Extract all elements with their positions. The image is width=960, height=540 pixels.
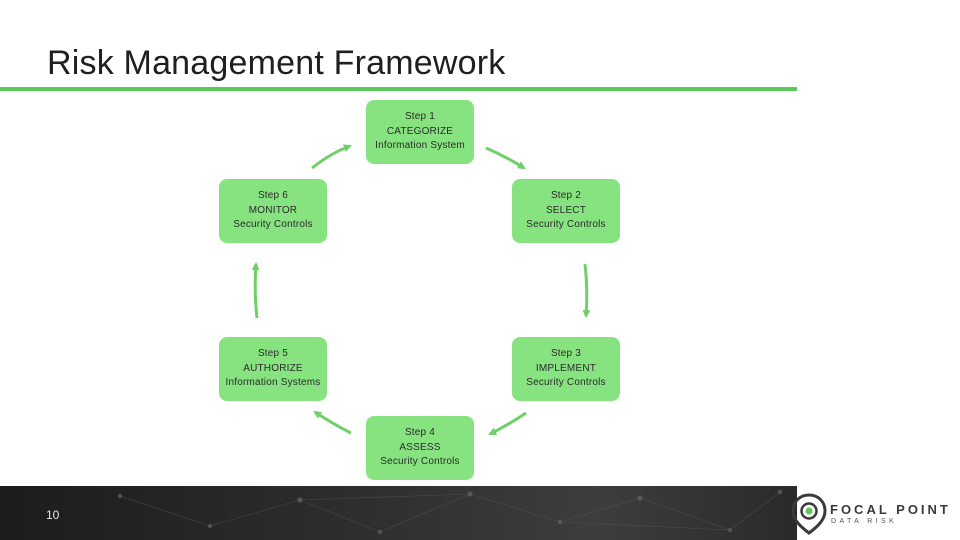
step-1-object: Information System [375,140,465,152]
step-2-number: Step 2 [550,190,582,202]
step-2-action: SELECT [545,204,587,216]
title-underline [0,87,797,91]
step-3-object: Security Controls [526,377,606,389]
footer-band [0,486,797,540]
step-3-action: IMPLEMENT [535,362,597,374]
page-number: 10 [46,508,60,522]
network-pattern [117,489,783,535]
arrow-step2-to-step3 [582,263,591,318]
logo-name: FOCAL POINT [830,502,951,517]
step-1-box: Step 1 CATEGORIZE Information System [366,100,474,164]
step-1-action: CATEGORIZE [386,125,454,137]
step-2-box: Step 2 SELECT Security Controls [512,179,620,243]
step-5-action: AUTHORIZE [243,362,303,374]
arrow-step1-to-step2 [485,146,526,170]
step-5-object: Information Systems [225,377,321,389]
logo-tagline: DATA RISK [831,518,898,525]
step-6-action: MONITOR [248,204,298,216]
step-5-box: Step 5 AUTHORIZE Information Systems [219,337,327,401]
step-3-box: Step 3 IMPLEMENT Security Controls [512,337,620,401]
step-4-number: Step 4 [404,427,436,439]
arrow-step5-to-step6 [251,262,260,319]
step-1-number: Step 1 [404,111,436,123]
arrow-step6-to-step1 [311,144,352,170]
arrow-step4-to-step5 [313,410,352,435]
step-6-number: Step 6 [257,190,289,202]
slide-title: Risk Management Framework [47,44,506,82]
location-pin-icon [791,493,827,535]
step-6-object: Security Controls [233,219,313,231]
step-6-box: Step 6 MONITOR Security Controls [219,179,327,243]
step-2-object: Security Controls [526,219,606,231]
arrow-step3-to-step4 [488,411,527,436]
step-5-number: Step 5 [257,348,289,360]
step-4-action: ASSESS [399,441,441,453]
step-3-number: Step 3 [550,348,582,360]
step-4-object: Security Controls [380,456,460,468]
step-4-box: Step 4 ASSESS Security Controls [366,416,474,480]
